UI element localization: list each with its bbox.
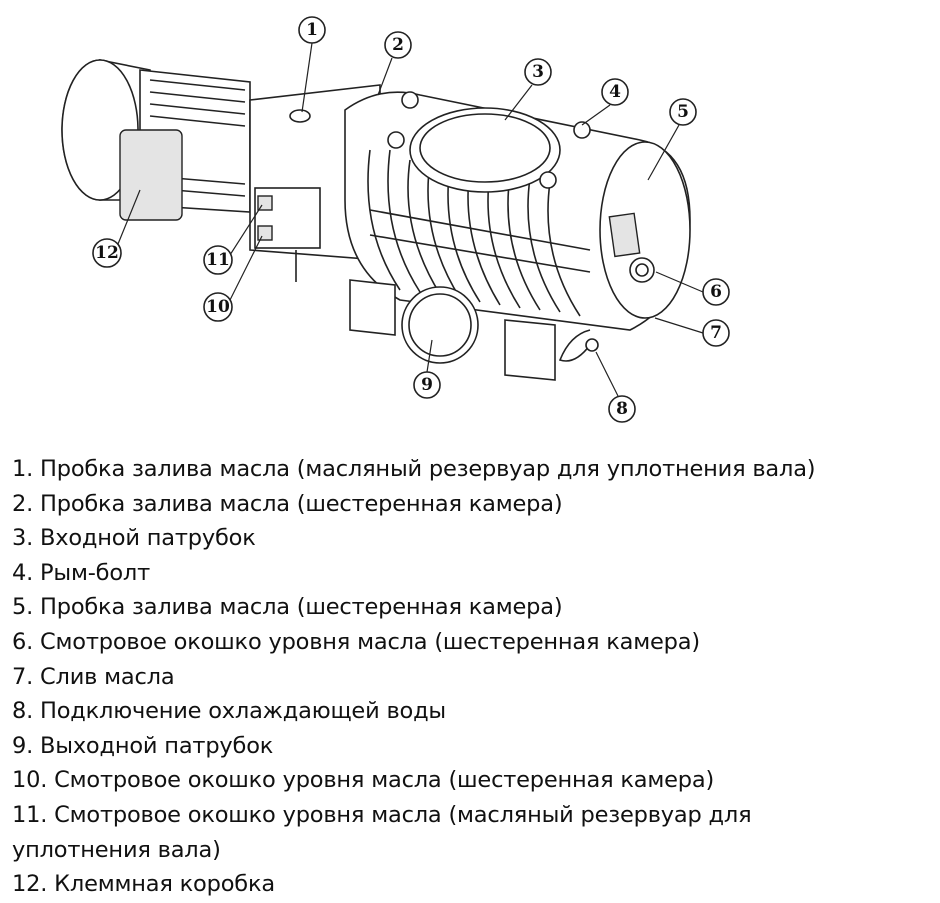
terminal-box: [119, 129, 183, 221]
legend-item: 4. Рым-болт: [12, 559, 150, 586]
svg-text:7: 7: [710, 323, 722, 343]
sight-glass-10: [257, 225, 273, 241]
outlet-flange: [401, 286, 479, 364]
svg-text:2: 2: [392, 35, 404, 55]
legend-item: 7. Слив масла: [12, 663, 175, 690]
callout-12: 12: [92, 238, 122, 268]
callout-10: 10: [203, 292, 233, 322]
svg-text:12: 12: [95, 243, 119, 263]
callout-5: 5: [669, 98, 697, 126]
svg-text:6: 6: [710, 282, 722, 302]
svg-text:3: 3: [532, 62, 544, 82]
legend-item: 5. Пробка залива масла (шестеренная каме…: [12, 594, 563, 621]
svg-text:9: 9: [421, 375, 433, 395]
callout-2: 2: [384, 31, 412, 59]
pump-drawing: [61, 59, 691, 381]
svg-text:4: 4: [609, 82, 621, 102]
legend-item: 3. Входной патрубок: [12, 525, 256, 552]
legend-item: 12. Клеммная коробка: [12, 871, 275, 898]
callout-3: 3: [524, 58, 552, 86]
svg-text:11: 11: [206, 250, 230, 270]
callout-7: 7: [702, 319, 730, 347]
legend-item: 9. Выходной патрубок: [12, 732, 274, 759]
legend-item: 1. Пробка залива масла (масляный резерву…: [12, 456, 816, 482]
callout-11: 11: [203, 245, 233, 275]
callout-leaders: [117, 42, 704, 397]
legend-item: 2. Пробка залива масла (шестеренная каме…: [12, 490, 563, 517]
svg-text:1: 1: [306, 20, 318, 40]
sight-glass-6: [629, 257, 655, 283]
pump-diagram: 1 2 3 4 5 6 7 8 9 10 11 12: [61, 16, 730, 423]
legend-item: 8. Подключение охлаждающей воды: [12, 698, 447, 725]
svg-text:8: 8: [616, 399, 628, 419]
legend-item: 10. Смотровое окошко уровня масла (шесте…: [12, 767, 715, 794]
oil-fill-plug-1: [289, 109, 311, 123]
svg-text:10: 10: [206, 297, 230, 317]
legend-item: 6. Смотровое окошко уровня масла (шестер…: [12, 628, 700, 655]
callout-4: 4: [601, 78, 629, 106]
callout-1: 1: [298, 16, 326, 44]
callout-9: 9: [413, 371, 441, 399]
parts-legend: 1. Пробка залива масла (масляный резерву…: [12, 452, 892, 902]
callouts: 1 2 3 4 5 6 7 8 9 10 11 12: [92, 16, 730, 423]
legend-item: 11. Смотровое окошко уровня масла (масля…: [12, 801, 752, 863]
callout-8: 8: [608, 395, 636, 423]
svg-text:5: 5: [677, 102, 689, 122]
inlet-flange: [409, 107, 561, 193]
callout-6: 6: [702, 278, 730, 306]
